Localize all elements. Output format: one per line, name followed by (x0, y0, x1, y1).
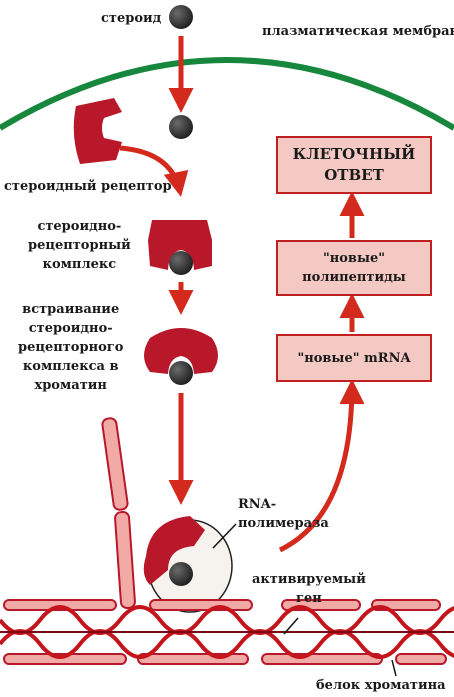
label-complex-insertion: встраивание стероидно- рецепторного комп… (18, 302, 124, 393)
steroid-molecule-inside (169, 115, 193, 139)
label-activated-gene: активируемый ген (252, 572, 366, 606)
bound-steroid (169, 562, 193, 586)
label-steroid: стероид (101, 11, 162, 26)
arrow-receptor-binds (119, 145, 189, 197)
complex-receptor-shape (148, 220, 212, 270)
arrow-transcription (278, 379, 365, 553)
label-plasma-membrane: плазматическая мембрана (262, 24, 454, 39)
steroid-molecule-outside (169, 5, 193, 29)
steroid-receptor-shape (73, 98, 122, 164)
gene-pointer (283, 617, 299, 635)
cell-response-box: КЛЕТОЧНЫЙ ОТВЕТ (276, 136, 432, 194)
new-mrna-box: "новые" mRNA (276, 334, 432, 382)
bound-receptor-shape (143, 516, 205, 585)
label-steroid-receptor: стероидный рецептор (4, 179, 172, 194)
label-chromatin-protein: белок хроматина (316, 678, 446, 693)
rna-polymerase-pointer (212, 523, 237, 549)
insertion-steroid (169, 361, 193, 385)
label-rna-polymerase: RNA- полимераза (238, 497, 329, 531)
complex-steroid (169, 251, 193, 275)
label-steroid-receptor-complex: стероидно- рецепторный комплекс (28, 219, 131, 272)
new-polypeptides-box: "новые" полипептиды (276, 240, 432, 296)
plasma-membrane (0, 57, 454, 131)
dna-double-helix (0, 605, 454, 659)
insertion-receptor-shape (144, 328, 218, 374)
chromatin-stalk (101, 417, 136, 609)
chromatin-protein-pointer (391, 659, 397, 677)
